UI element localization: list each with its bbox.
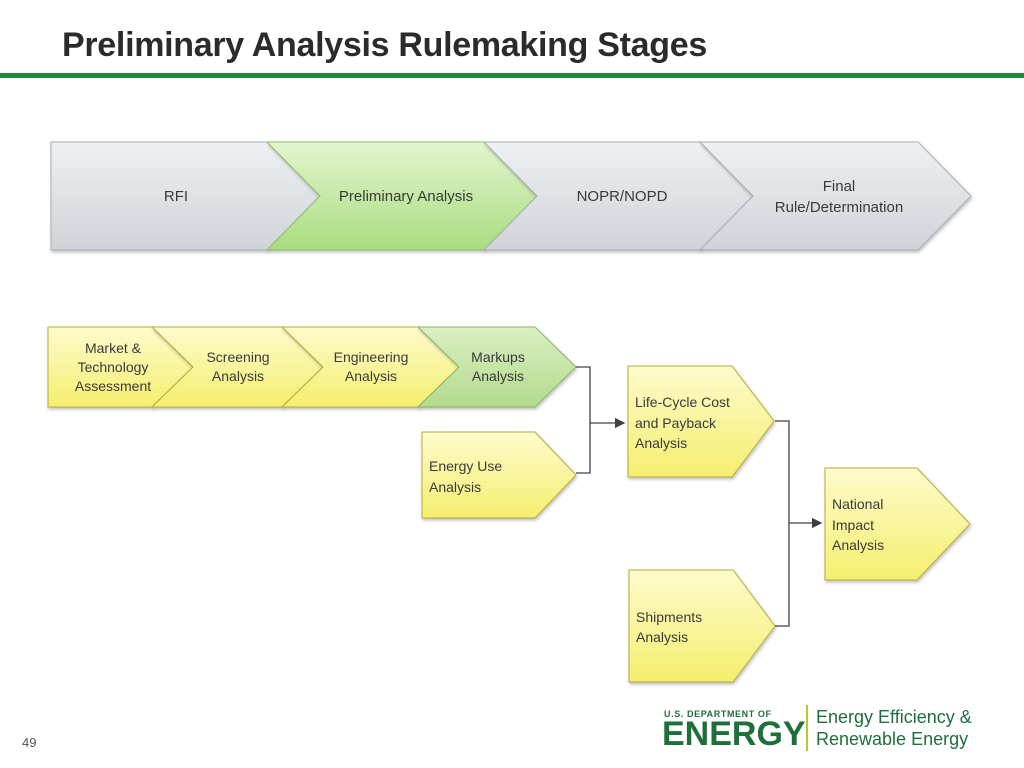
- nia-label-1: National: [832, 496, 883, 512]
- nia-label-2: Impact: [832, 517, 874, 533]
- lcc-label-1: Life-Cycle Cost: [635, 394, 730, 410]
- logo-separator: [806, 705, 808, 751]
- step-label-screening-1: Screening: [206, 349, 269, 365]
- stage-label-preliminary-analysis: Preliminary Analysis: [339, 188, 473, 205]
- lcc-label-3: Analysis: [635, 435, 687, 451]
- step-label-markups-2: Analysis: [472, 368, 524, 384]
- step-label-engineering-2: Analysis: [345, 368, 397, 384]
- box-life-cycle-cost: [627, 365, 775, 478]
- step-label-markups-1: Markups: [471, 349, 525, 365]
- shipments-label-2: Analysis: [636, 629, 688, 645]
- box-shipments: [628, 569, 776, 683]
- logo-energy-text: ENERGY: [662, 715, 806, 753]
- lcc-label-2: and Payback: [635, 415, 717, 431]
- shipments-label-1: Shipments: [636, 609, 702, 625]
- logo-dept-text: U.S. DEPARTMENT OF: [664, 709, 772, 719]
- page-number: 49: [22, 735, 37, 750]
- logo-eere-text: Energy Efficiency & Renewable Energy: [816, 706, 972, 750]
- box-energy-use: [421, 431, 577, 519]
- stage-label-final-line1: Final: [823, 178, 856, 195]
- stage-label-nopr-nopd: NOPR/NOPD: [577, 188, 668, 205]
- step-label-engineering-1: Engineering: [334, 349, 409, 365]
- connector-markups-energy-to-lcc: [576, 366, 626, 474]
- connector-lcc-shipments-to-nia: [775, 420, 823, 627]
- energy-use-label-2: Analysis: [429, 479, 481, 495]
- step-chevron-markups: [416, 326, 577, 408]
- logo-eere-line2: Renewable Energy: [816, 729, 969, 749]
- step-label-market-1: Market &: [85, 340, 142, 356]
- logo-eere-line1: Energy Efficiency &: [816, 707, 972, 727]
- stage-label-rfi: RFI: [164, 188, 188, 205]
- title-rule: [0, 73, 1024, 78]
- box-national-impact: [824, 467, 971, 581]
- energy-use-label-1: Energy Use: [429, 458, 502, 474]
- doe-eere-logo: U.S. DEPARTMENT OF ENERGY Energy Efficie…: [662, 703, 982, 755]
- stage-label-final-line2: Rule/Determination: [775, 199, 903, 216]
- nia-label-3: Analysis: [832, 537, 884, 553]
- step-label-market-3: Assessment: [75, 378, 151, 394]
- page-title: Preliminary Analysis Rulemaking Stages: [62, 26, 707, 64]
- step-label-market-2: Technology: [78, 359, 149, 375]
- step-label-screening-2: Analysis: [212, 368, 264, 384]
- stage-chevron-final-rule: [698, 141, 972, 251]
